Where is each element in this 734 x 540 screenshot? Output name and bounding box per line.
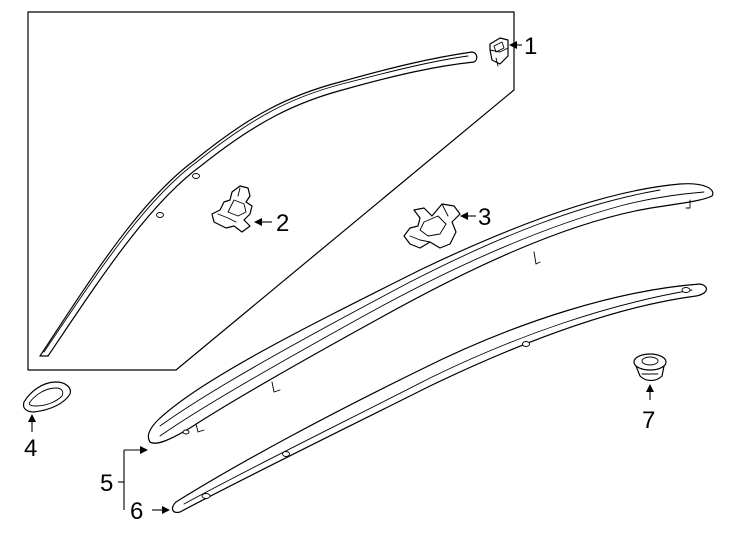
callout-2: 2 (276, 210, 289, 237)
roof-molding (147, 183, 714, 444)
callout-arrow-3 (460, 212, 468, 220)
callout-7: 7 (642, 407, 655, 434)
end-cap (22, 381, 71, 413)
grommet-nut (633, 353, 667, 382)
retainer-clip-2 (211, 185, 253, 233)
callout-arrow-6 (162, 506, 170, 514)
callout-4: 4 (24, 435, 37, 462)
window-molding (39, 51, 478, 357)
callout-arrow-2 (254, 218, 262, 226)
callout-3: 3 (478, 204, 491, 231)
callout-5: 5 (100, 470, 113, 497)
retainer-clip-1 (489, 37, 509, 67)
callout-arrow-4 (28, 414, 36, 422)
callout-arrow-1 (509, 41, 517, 49)
callout-1: 1 (524, 33, 537, 60)
retainer-clip-3 (403, 203, 461, 249)
callout-arrow-5 (140, 446, 148, 454)
inset-panel (27, 11, 515, 371)
callout-arrow-7 (646, 384, 654, 392)
roof-strip (171, 283, 707, 513)
callout-6: 6 (130, 498, 143, 525)
